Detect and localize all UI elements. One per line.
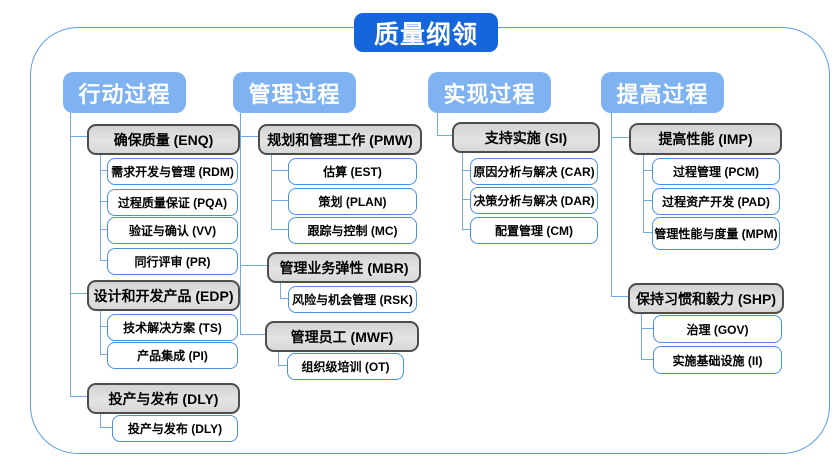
connector [100,151,101,261]
connector [100,170,107,171]
connector [100,260,107,261]
connector [100,410,101,428]
node-shp: 保持习惯和毅力 (SHP) [628,283,784,314]
connector [462,229,470,230]
connector [240,334,265,335]
node-pqa: 过程质量保证 (PQA) [107,189,238,216]
node-mc: 跟踪与控制 (MC) [288,217,417,244]
node-cm: 配置管理 (CM) [470,217,598,244]
connector [643,170,652,171]
connector [611,296,628,297]
node-edp: 设计和开发产品 (EDP) [87,280,240,311]
connector [100,326,107,327]
node-rdm: 需求开发与管理 (RDM) [107,158,238,185]
connector [611,113,612,297]
connector [278,365,287,366]
node-vv: 验证与确认 (VV) [107,217,238,244]
connector [70,396,87,397]
node-pi: 产品集成 (PI) [107,342,238,369]
connector [70,136,87,137]
connector [240,113,241,335]
node-mwf: 管理员工 (MWF) [265,321,419,352]
node-pad: 过程资产开发 (PAD) [652,188,780,215]
connector [643,200,652,201]
connector [100,354,107,355]
connector [641,310,642,359]
connector [641,359,653,360]
connector [100,307,101,355]
node-mbr: 管理业务弹性 (MBR) [267,252,421,283]
column-header-improvement: 提高过程 [601,72,724,113]
node-ii: 实施基础设施 (II) [653,346,782,374]
connector [240,136,258,137]
node-rsk: 风险与机会管理 (RSK) [288,286,417,313]
connector [643,151,644,233]
connector [462,199,470,200]
connector [280,279,281,299]
node-imp: 提高性能 (IMP) [629,123,782,155]
node-pr: 同行评审 (PR) [107,248,238,275]
connector [437,113,438,136]
connector [462,170,470,171]
node-si: 支持实施 (SI) [452,122,600,153]
connector [100,201,107,202]
connector [611,137,629,138]
node-pmw: 规划和管理工作 (PMW) [258,124,422,155]
connector [271,229,288,230]
connector [100,229,107,230]
connector [70,113,71,397]
connector [437,135,452,136]
node-enq: 确保质量 (ENQ) [87,124,240,155]
node-gov: 治理 (GOV) [653,315,782,343]
connector [271,170,288,171]
connector [271,200,288,201]
column-header-realization: 实现过程 [428,72,551,113]
node-dly-group: 投产与发布 (DLY) [87,383,240,414]
connector [462,149,463,230]
node-dly-leaf: 投产与发布 (DLY) [112,415,238,442]
connector [240,265,267,266]
connector [641,328,653,329]
diagram-title: 质量纲领 [354,13,498,52]
column-header-action: 行动过程 [63,72,186,113]
connector [278,348,279,366]
column-header-management: 管理过程 [233,72,356,113]
node-ot: 组织级培训 (OT) [287,353,404,380]
connector [643,232,652,233]
connector [271,151,272,230]
node-ts: 技术解决方案 (TS) [107,314,238,341]
node-est: 估算 (EST) [288,158,417,185]
node-mpm: 管理性能与度量 (MPM) [652,217,780,250]
connector [100,427,112,428]
connector [280,298,288,299]
node-dar: 决策分析与解决 (DAR) [470,187,598,214]
connector [70,293,87,294]
node-plan: 策划 (PLAN) [288,188,417,215]
node-pcm: 过程管理 (PCM) [652,158,780,185]
node-car: 原因分析与解决 (CAR) [470,158,598,185]
